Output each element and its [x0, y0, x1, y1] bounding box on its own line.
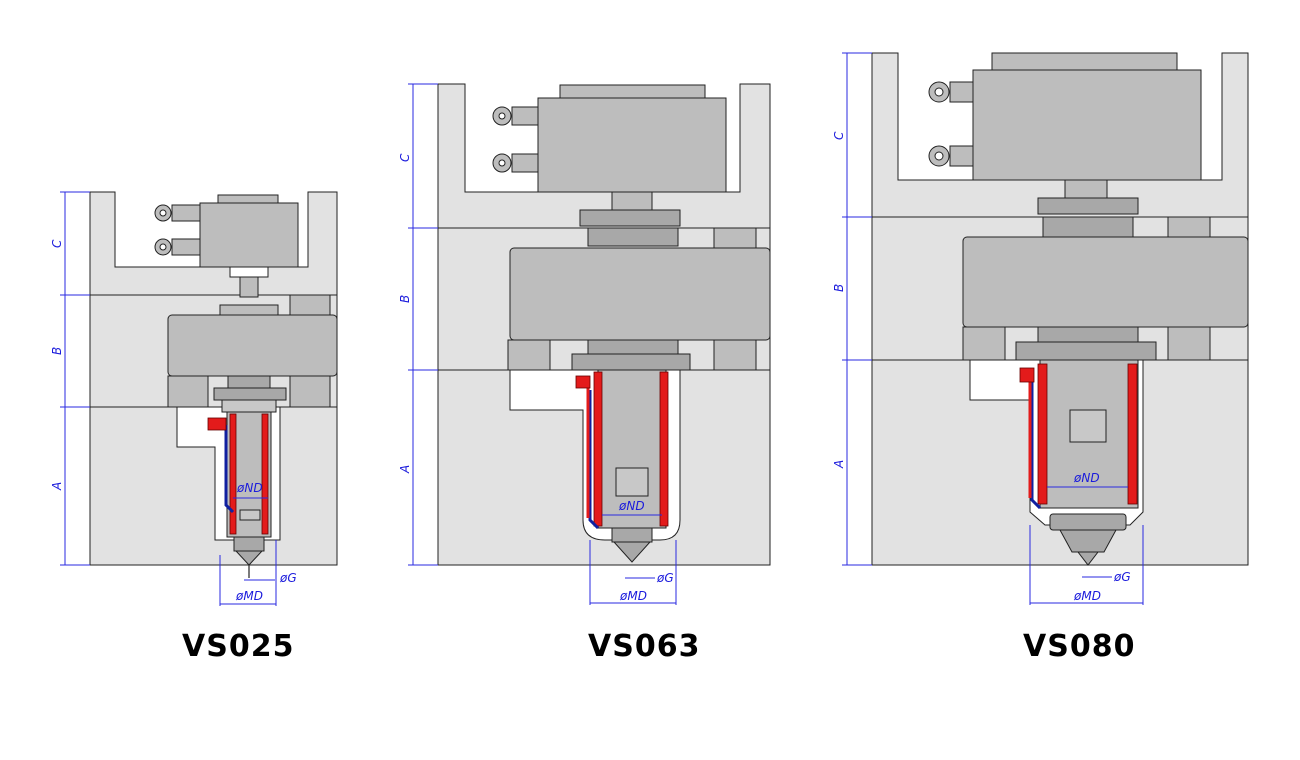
- bushing: [1037, 197, 1139, 215]
- air-fitting-icon: [154, 238, 201, 256]
- dim-label-c: C: [398, 153, 412, 162]
- nozzle-insert: [239, 509, 261, 521]
- dim-label-g: øG: [656, 571, 674, 585]
- heater-band: [1037, 363, 1048, 505]
- wire-terminal: [1019, 367, 1035, 383]
- model-label-vs063: VS063: [588, 629, 700, 664]
- air-fitting-icon: [928, 81, 974, 103]
- heater-band: [593, 371, 603, 527]
- support-pad: [167, 375, 209, 408]
- dimension-lines-vs025: [60, 191, 277, 606]
- nozzle-assembly-vs025: [89, 191, 338, 578]
- nozzle-body: [597, 369, 667, 529]
- actuator-body: [537, 97, 727, 193]
- dim-label-g: øG: [1113, 570, 1131, 584]
- dim-label-a: A: [832, 460, 846, 469]
- wire-terminal: [575, 375, 591, 389]
- heater-band: [229, 413, 237, 535]
- nozzle-tip-base: [611, 527, 653, 543]
- nozzle-assembly-vs063: [437, 83, 771, 566]
- dim-label-b: B: [832, 284, 846, 292]
- actuator-cap: [559, 84, 706, 99]
- thermocouple-wire: [1030, 380, 1042, 510]
- air-fitting-icon: [928, 145, 974, 167]
- wire-terminal: [207, 417, 227, 431]
- actuator-stem: [239, 276, 259, 298]
- dim-label-c: C: [832, 131, 846, 140]
- dim-label-g: øG: [279, 571, 297, 585]
- dim-label-b: B: [50, 347, 64, 355]
- dim-label-nd: øND: [236, 481, 263, 495]
- air-fitting-icon: [154, 204, 201, 222]
- support-pad: [507, 339, 551, 371]
- actuator-cap: [217, 194, 279, 204]
- support-pad: [713, 227, 757, 249]
- support-pad: [1167, 216, 1211, 238]
- model-label-vs080: VS080: [1023, 629, 1135, 664]
- nozzle-insert: [1069, 409, 1107, 443]
- nozzle-flange: [571, 353, 691, 371]
- nozzle-flange: [227, 375, 271, 389]
- manifold: [509, 247, 771, 341]
- nozzle-tip-base: [1059, 529, 1117, 553]
- manifold: [962, 236, 1249, 328]
- support-pad: [289, 294, 331, 316]
- heater-band: [1127, 363, 1138, 505]
- thermocouple-wire: [588, 390, 600, 530]
- thermocouple-wire: [224, 425, 235, 514]
- dim-label-nd: øND: [618, 499, 645, 513]
- support-pad: [289, 375, 331, 408]
- support-pad: [962, 326, 1006, 361]
- manifold: [167, 314, 338, 377]
- dimension-lines-vs080: [842, 52, 1144, 605]
- support-pad: [713, 339, 757, 371]
- bushing: [1042, 216, 1134, 238]
- bushing: [219, 304, 279, 316]
- nozzle-flange: [587, 339, 679, 355]
- nozzle-collar: [221, 399, 277, 413]
- dim-label-md: øMD: [235, 589, 263, 603]
- heater-band: [261, 413, 269, 535]
- actuator-stem: [1064, 179, 1108, 199]
- dim-label-a: A: [398, 465, 412, 474]
- nozzle-tip-base: [233, 536, 265, 552]
- air-fitting-icon: [492, 106, 539, 126]
- heater-band: [659, 371, 669, 527]
- nozzle-flange: [1037, 326, 1139, 343]
- nozzle-flange: [213, 387, 287, 401]
- support-pad: [1167, 326, 1211, 361]
- actuator-body: [199, 202, 299, 268]
- dim-label-md: øMD: [619, 589, 647, 603]
- model-label-vs025: VS025: [182, 629, 294, 664]
- nozzle-insert: [615, 467, 649, 497]
- dimension-lines-vs063: [408, 83, 677, 605]
- nozzle-nut: [1049, 513, 1127, 531]
- nozzle-tip: [1076, 551, 1100, 566]
- air-fitting-icon: [492, 153, 539, 173]
- dim-label-nd: øND: [1073, 471, 1100, 485]
- dim-label-b: B: [398, 295, 412, 303]
- nozzle-flange: [1015, 341, 1157, 361]
- actuator-cap: [991, 52, 1178, 71]
- nozzle-assembly-vs080: [871, 52, 1249, 566]
- actuator-body: [972, 69, 1202, 181]
- nozzle-tip: [612, 541, 652, 563]
- actuator-gap: [229, 266, 269, 278]
- actuator-stem: [611, 191, 653, 211]
- dim-label-a: A: [50, 482, 64, 491]
- dim-label-c: C: [50, 239, 64, 248]
- bushing: [579, 209, 681, 227]
- bushing: [587, 227, 679, 247]
- nozzle-tip: [234, 550, 264, 566]
- dim-label-md: øMD: [1073, 589, 1101, 603]
